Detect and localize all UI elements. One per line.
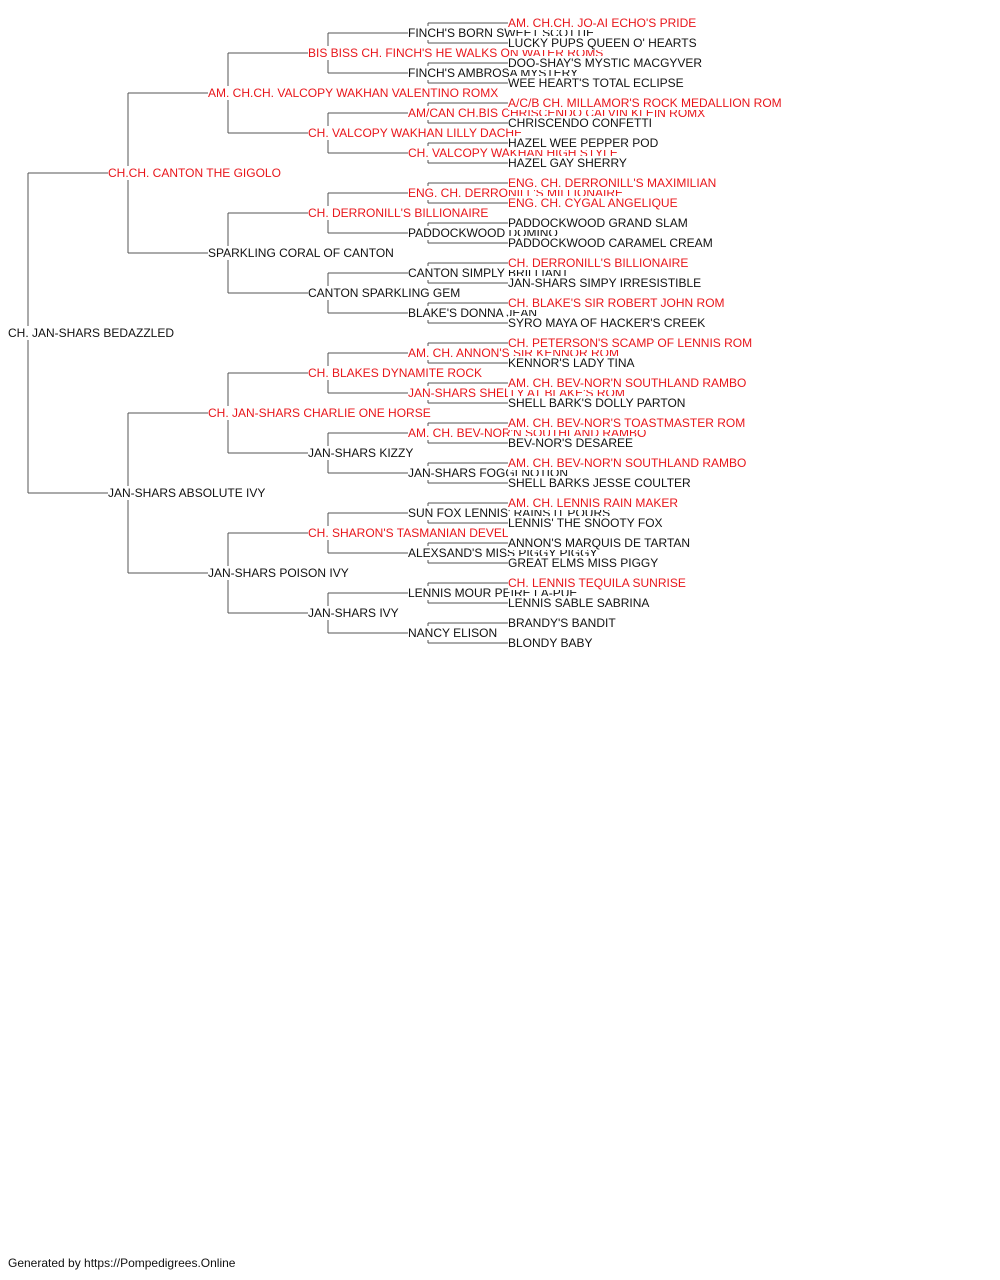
pedigree-dam: BEV-NOR'S DESAREE (508, 436, 635, 450)
pedigree-dam: WEE HEART'S TOTAL ECLIPSE (508, 76, 686, 90)
pedigree-sire: AM. CH. BEV-NOR'N SOUTHLAND RAMBO (508, 456, 749, 470)
generated-by-footer: Generated by https://Pompedigrees.Online (8, 1256, 236, 1270)
pedigree-sire: ANNON'S MARQUIS DE TARTAN (508, 536, 693, 550)
pedigree-dam: PADDOCKWOOD CARAMEL CREAM (508, 236, 715, 250)
pedigree-sire: CH. DERRONILL'S BILLIONAIRE (308, 206, 491, 220)
pedigree-sire: AM. CH. BEV-NOR'N SOUTHLAND RAMBO (508, 376, 749, 390)
pedigree-sire: HAZEL WEE PEPPER POD (508, 136, 661, 150)
pedigree-dam: BLAKE'S DONNA JEAN (408, 306, 539, 320)
pedigree-sire: AM. CH.CH. VALCOPY WAKHAN VALENTINO ROMX (208, 86, 501, 100)
pedigree-dam: CANTON SPARKLING GEM (308, 286, 463, 300)
pedigree-dam: JAN-SHARS POISON IVY (208, 566, 351, 580)
pedigree-dam: SPARKLING CORAL OF CANTON (208, 246, 396, 260)
pedigree-sire: AM. CH. LENNIS RAIN MAKER (508, 496, 681, 510)
pedigree-dam: JAN-SHARS IVY (308, 606, 401, 620)
pedigree-dam: CH. VALCOPY WAKHAN LILLY DACHE (308, 126, 525, 140)
pedigree-sire: CH. BLAKE'S SIR ROBERT JOHN ROM (508, 296, 727, 310)
pedigree-sire: ENG. CH. DERRONILL'S MAXIMILIAN (508, 176, 719, 190)
pedigree-dam: SHELL BARK'S DOLLY PARTON (508, 396, 688, 410)
pedigree-dam: CHRISCENDO CONFETTI (508, 116, 654, 130)
pedigree-sire: CH. JAN-SHARS CHARLIE ONE HORSE (208, 406, 433, 420)
pedigree-sire: AM. CH.CH. JO-AI ECHO'S PRIDE (508, 16, 699, 30)
pedigree-sire: BRANDY'S BANDIT (508, 616, 618, 630)
pedigree-sire: CH. SHARON'S TASMANIAN DEVEL (308, 526, 511, 540)
pedigree-dam: JAN-SHARS KIZZY (308, 446, 416, 460)
pedigree-subject: CH. JAN-SHARS BEDAZZLED (8, 326, 177, 340)
pedigree-dam: JAN-SHARS SIMPY IRRESISTIBLE (508, 276, 704, 290)
pedigree-sire: CH. LENNIS TEQUILA SUNRISE (508, 576, 688, 590)
pedigree-dam: ENG. CH. CYGAL ANGELIQUE (508, 196, 680, 210)
pedigree-sire: CH. BLAKES DYNAMITE ROCK (308, 366, 485, 380)
pedigree-sire: PADDOCKWOOD GRAND SLAM (508, 216, 690, 230)
pedigree-dam: LENNIS SABLE SABRINA (508, 596, 652, 610)
pedigree-dam: LENNIS' THE SNOOTY FOX (508, 516, 665, 530)
pedigree-sire: AM. CH. BEV-NOR'S TOASTMASTER ROM (508, 416, 748, 430)
pedigree-dam: NANCY ELISON (408, 626, 500, 640)
pedigree-dam: GREAT ELMS MISS PIGGY (508, 556, 661, 570)
pedigree-sire: CH.CH. CANTON THE GIGOLO (108, 166, 283, 180)
pedigree-dam: JAN-SHARS ABSOLUTE IVY (108, 486, 268, 500)
pedigree-sire: CH. DERRONILL'S BILLIONAIRE (508, 256, 691, 270)
pedigree-dam: SYRO MAYA OF HACKER'S CREEK (508, 316, 708, 330)
pedigree-dam: SHELL BARKS JESSE COULTER (508, 476, 693, 490)
pedigree-dam: KENNOR'S LADY TINA (508, 356, 637, 370)
pedigree-dam: HAZEL GAY SHERRY (508, 156, 629, 170)
pedigree-dam: LUCKY PUPS QUEEN O' HEARTS (508, 36, 699, 50)
pedigree-sire: CH. PETERSON'S SCAMP OF LENNIS ROM (508, 336, 755, 350)
pedigree-dam: BLONDY BABY (508, 636, 595, 650)
pedigree-sire: DOO-SHAY'S MYSTIC MACGYVER (508, 56, 705, 70)
pedigree-sire: A/C/B CH. MILLAMOR'S ROCK MEDALLION ROM (508, 96, 784, 110)
